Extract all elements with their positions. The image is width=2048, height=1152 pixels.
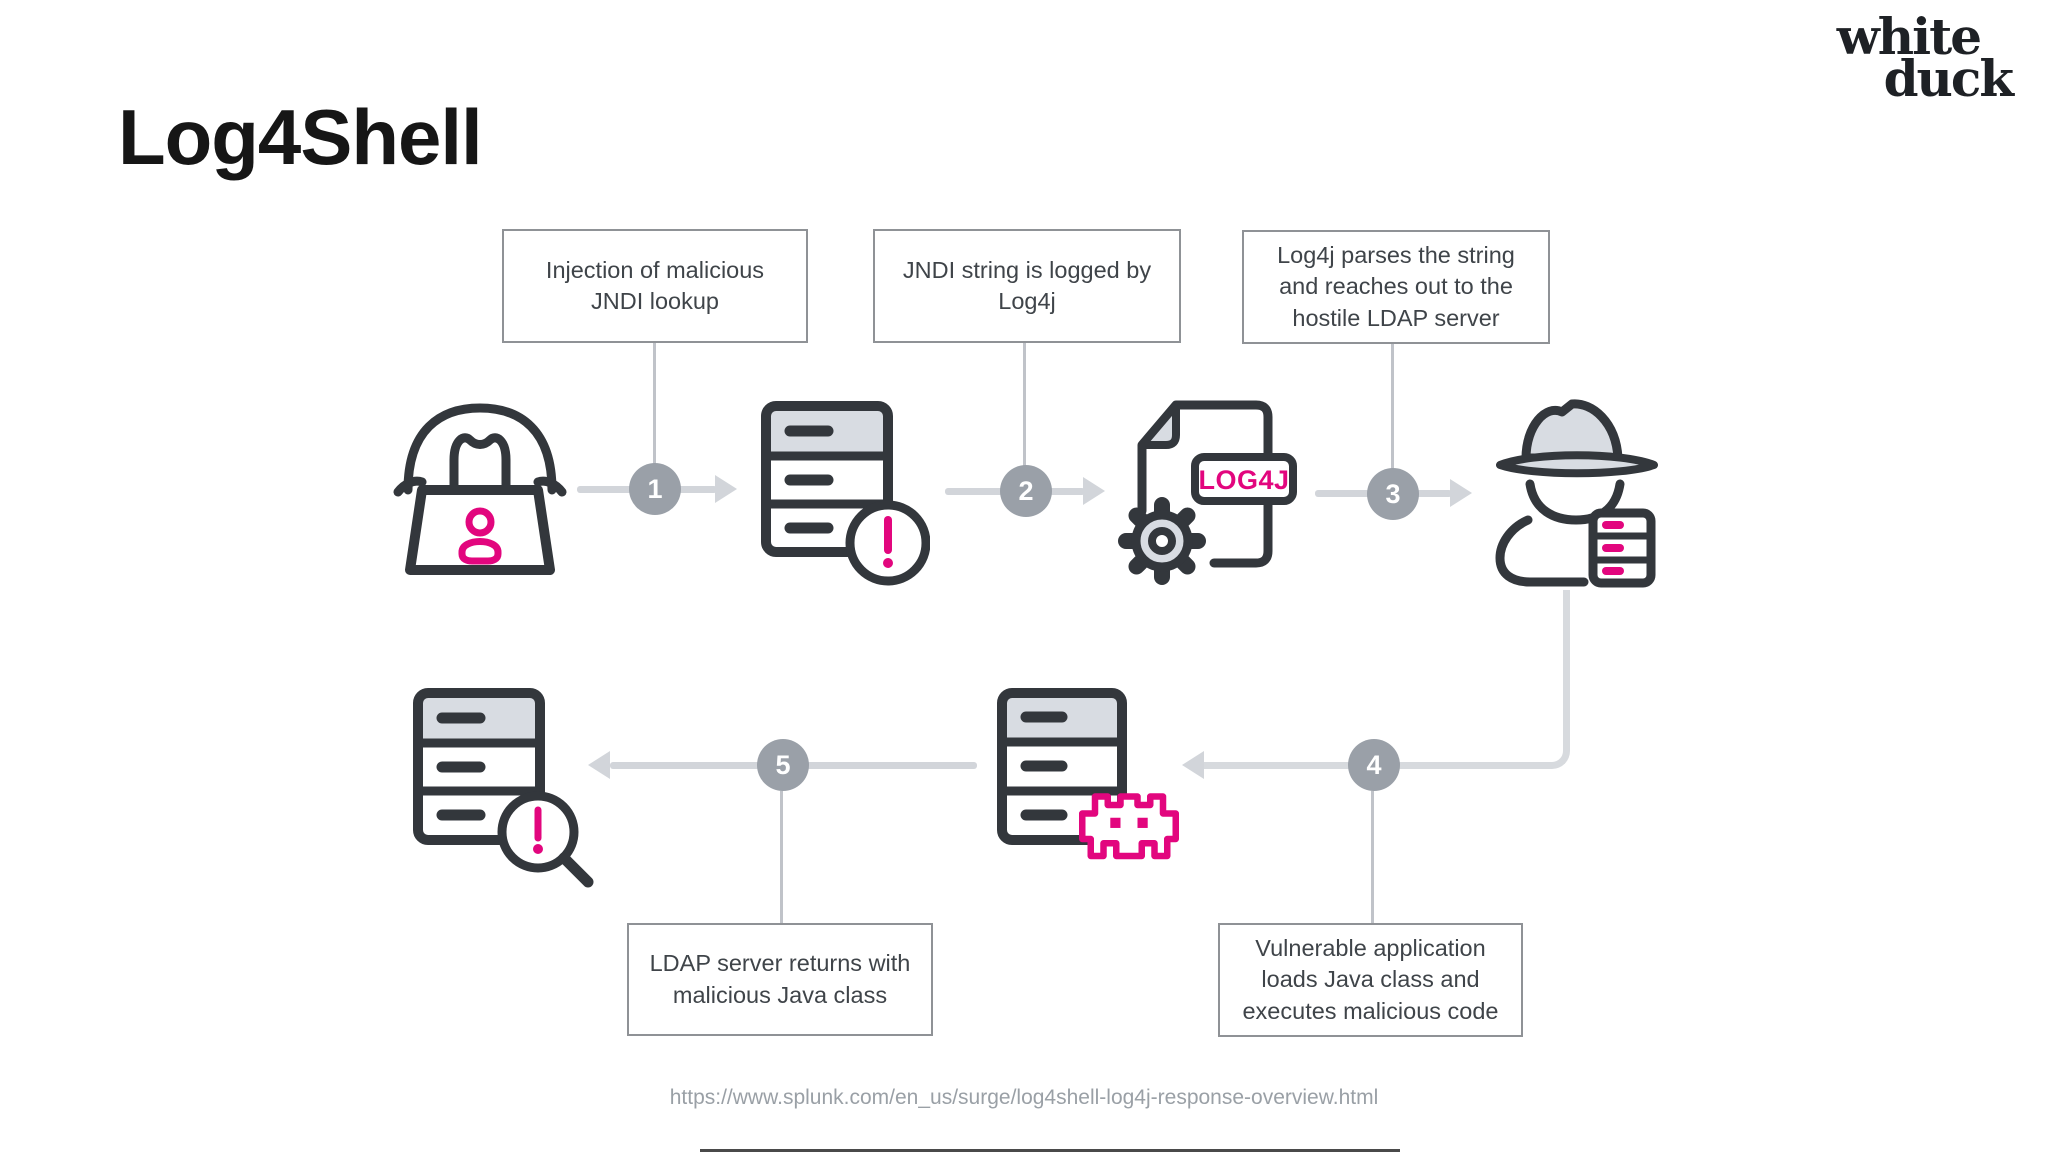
space-invader-icon	[1079, 793, 1179, 860]
connector-step4-to-box4	[1371, 791, 1374, 923]
hacker-with-server-icon	[1495, 399, 1658, 588]
bottom-edge-line	[700, 1149, 1400, 1152]
log4j-file-gear-icon: LOG4J	[1118, 400, 1297, 585]
step-3-badge: 3	[1367, 468, 1419, 520]
step-1-label-box: Injection of malicious JNDI lookup	[502, 229, 808, 343]
arrow-3-head-icon	[1450, 479, 1472, 507]
white-duck-logo: white duck	[1836, 7, 2014, 108]
step-4-badge: 4	[1348, 739, 1400, 791]
page-title: Log4Shell	[118, 93, 483, 181]
step-4-label-box: Vulnerable application loads Java class …	[1218, 923, 1523, 1037]
step-2-badge: 2	[1000, 465, 1052, 517]
connector-step5-to-box5	[780, 791, 783, 923]
step-1-badge: 1	[629, 463, 681, 515]
step-2-label-box: JNDI string is logged by Log4j	[873, 229, 1181, 343]
arrow-5-head-icon	[588, 751, 610, 779]
logo-line-2: duck	[1883, 49, 2014, 108]
attacker-at-laptop-icon	[393, 403, 567, 575]
step-3-label-box: Log4j parses the string and reaches out …	[1242, 230, 1550, 344]
connector-box3-to-step3	[1391, 344, 1394, 470]
connector-box1-to-step1	[653, 343, 656, 465]
log4j-badge: LOG4J	[1198, 465, 1289, 495]
arrow-2-head-icon	[1083, 477, 1105, 505]
step-5-label-box: LDAP server returns with malicious Java …	[627, 923, 933, 1036]
server-malware-icon	[997, 688, 1179, 860]
connector-box2-to-step2	[1023, 343, 1026, 467]
arrow-4-head-icon	[1182, 751, 1204, 779]
source-url: https://www.splunk.com/en_us/surge/log4s…	[669, 1086, 1379, 1109]
arrow-1-head-icon	[715, 475, 737, 503]
server-search-alert-icon	[413, 688, 594, 888]
logo-line-1: white	[1836, 7, 1982, 66]
step-5-badge: 5	[757, 739, 809, 791]
server-alert-icon	[761, 401, 930, 586]
